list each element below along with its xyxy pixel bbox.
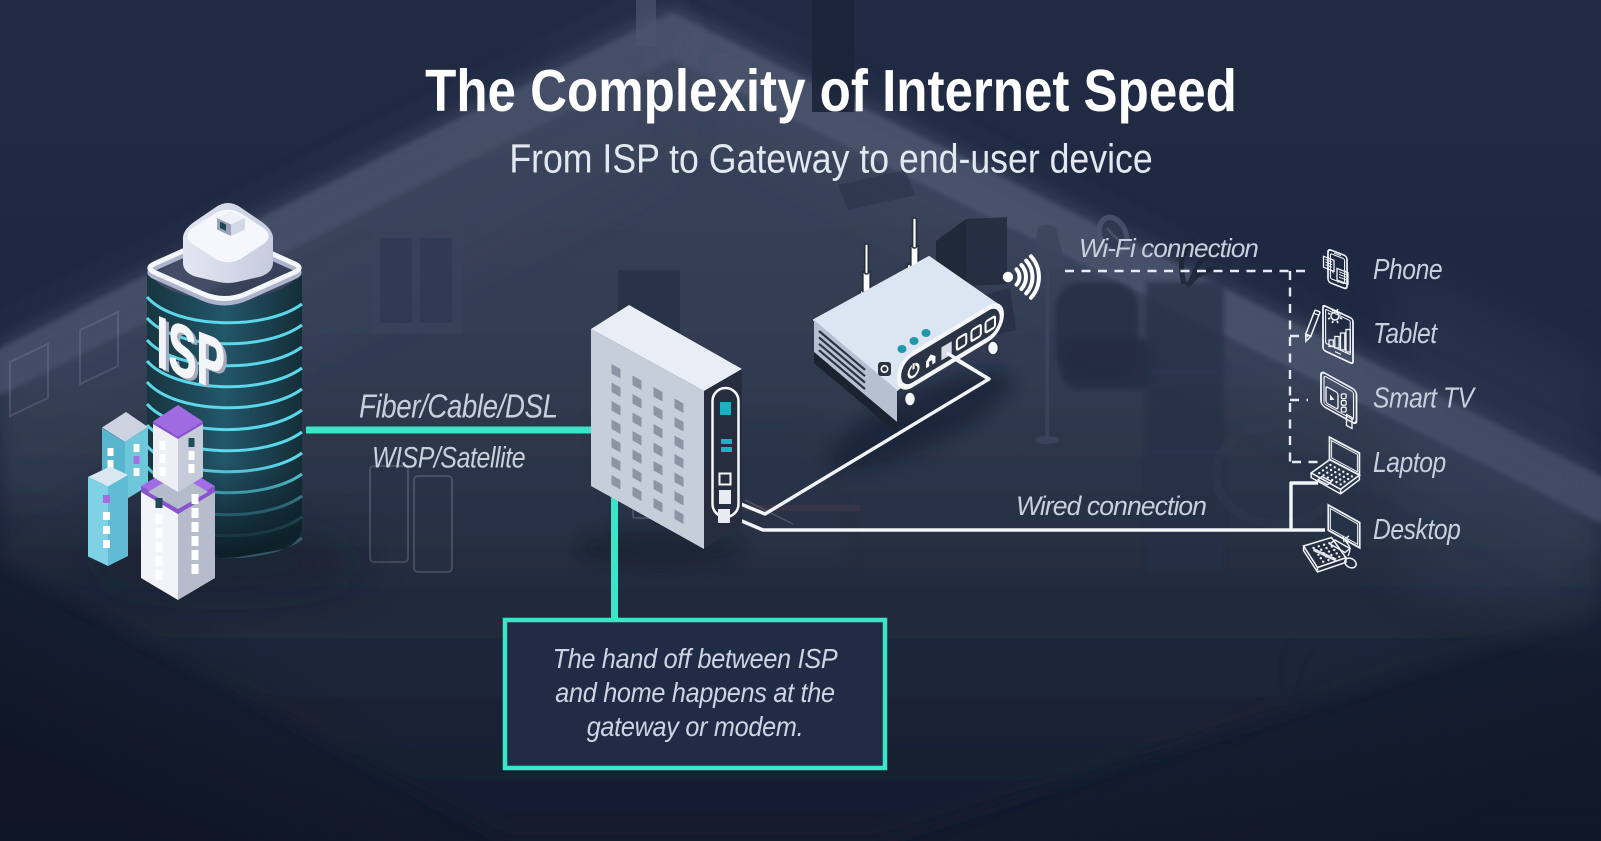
svg-text:WISP/Satellite: WISP/Satellite [372, 440, 525, 474]
svg-text:The hand off between ISP: The hand off between ISP [553, 643, 838, 675]
svg-text:The Complexity of Internet Spe: The Complexity of Internet Speed [425, 58, 1237, 124]
svg-text:Wi-Fi connection: Wi-Fi connection [1079, 233, 1258, 263]
svg-text:and home happens at the: and home happens at the [555, 677, 835, 709]
svg-text:Smart TV: Smart TV [1373, 382, 1477, 414]
svg-text:Fiber/Cable/DSL: Fiber/Cable/DSL [359, 388, 558, 425]
svg-text:Wired connection: Wired connection [1016, 491, 1206, 521]
svg-text:Desktop: Desktop [1373, 513, 1461, 545]
svg-text:Laptop: Laptop [1373, 446, 1446, 478]
svg-text:gateway or modem.: gateway or modem. [587, 711, 804, 743]
svg-text:Phone: Phone [1373, 253, 1442, 285]
svg-text:From ISP to Gateway to end-use: From ISP to Gateway to end-user device [509, 136, 1152, 182]
svg-text:Tablet: Tablet [1373, 317, 1439, 349]
